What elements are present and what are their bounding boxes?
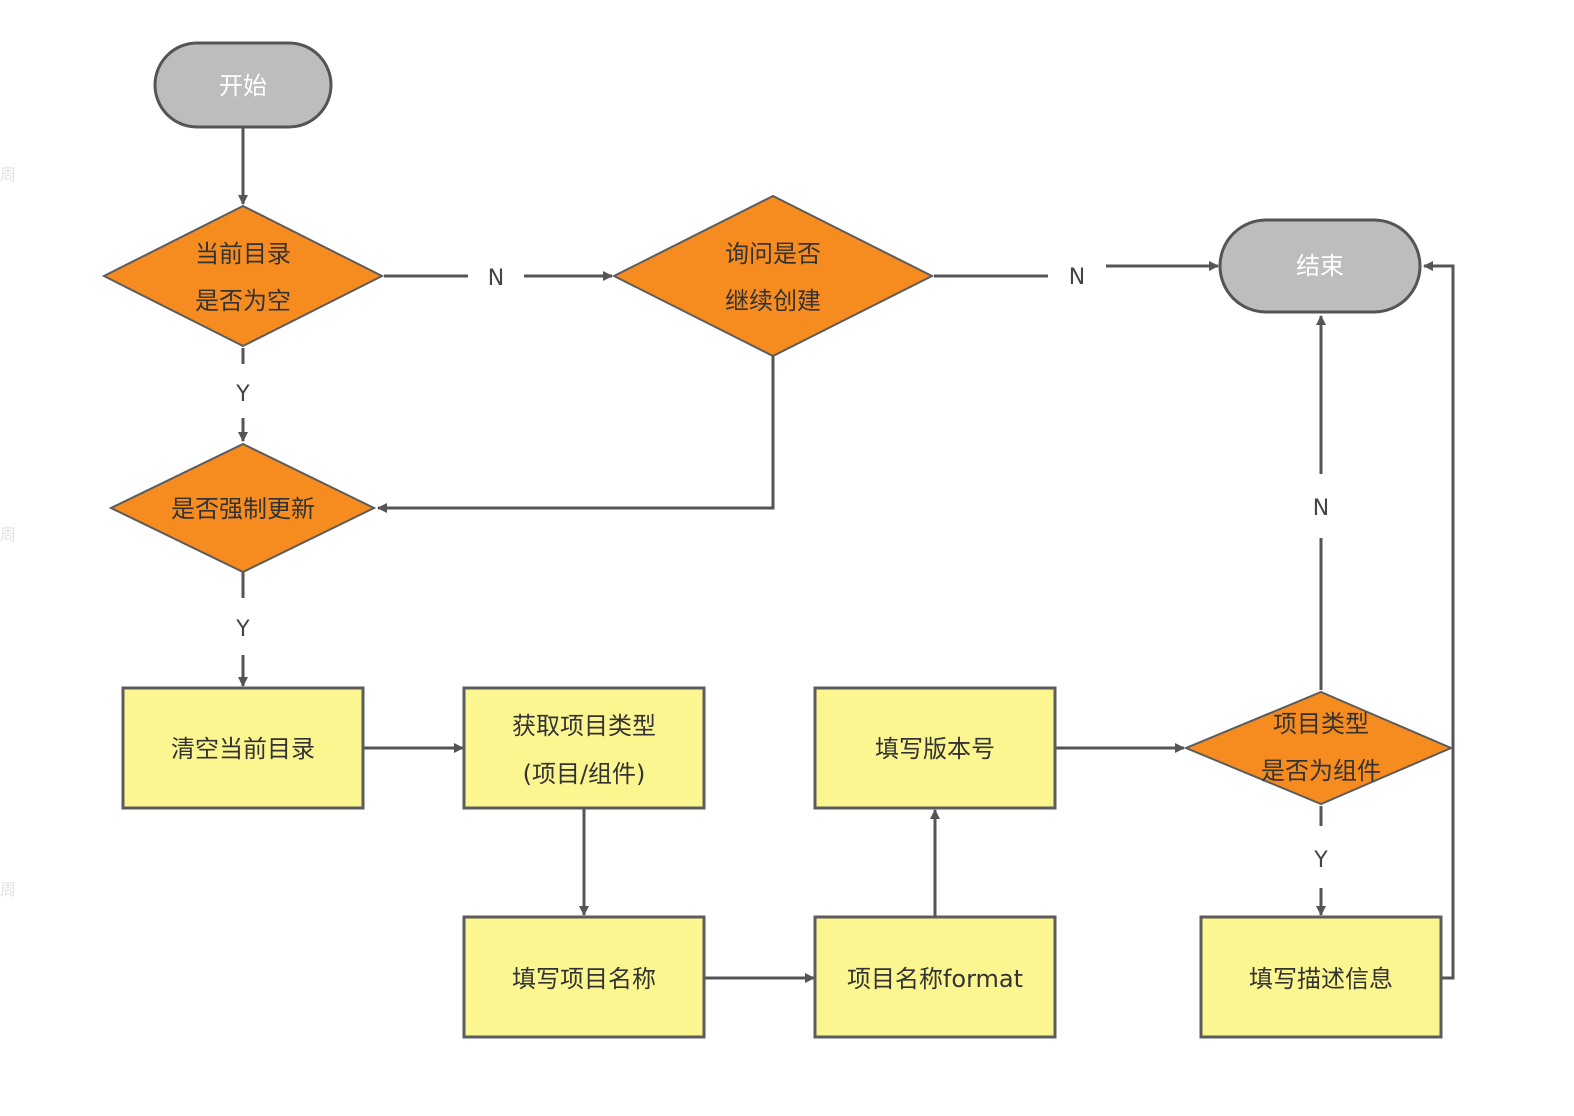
is-component-label-line-1: 项目类型 [1273, 710, 1369, 738]
edge-label-is-component-yes: Y [1313, 848, 1328, 873]
start-label: 开始 [219, 72, 267, 100]
fill-version-label: 填写版本号 [875, 735, 995, 763]
edge-label-ask-continue-no: N [1069, 265, 1085, 290]
fill-version-box [813, 686, 1057, 810]
force-update-label: 是否强制更新 [171, 495, 315, 523]
ask-continue-label-line-1: 询问是否 [725, 240, 821, 268]
node-ask-continue: 询问是否 继续创建 [611, 194, 935, 358]
ask-continue-diamond [611, 194, 935, 358]
dir-empty-label-line-2: 是否为空 [195, 287, 291, 315]
fill-name-label: 填写项目名称 [512, 965, 656, 993]
dir-empty-label-line-1: 当前目录 [195, 240, 291, 268]
edge-labels: N N Y Y N Y [235, 265, 1329, 873]
node-force-update: 是否强制更新 [108, 442, 377, 574]
clear-dir-label: 清空当前目录 [171, 735, 315, 763]
watermark-text-1: 周 [0, 165, 16, 184]
fill-name-box [462, 915, 706, 1039]
end-terminal-shape [1218, 218, 1422, 314]
ask-continue-label-line-2: 继续创建 [725, 287, 821, 315]
clear-dir-box [121, 686, 365, 810]
node-fill-name: 填写项目名称 [462, 915, 706, 1039]
node-fill-version: 填写版本号 [813, 686, 1057, 810]
node-is-component: 项目类型 是否为组件 [1183, 690, 1454, 806]
node-start: 开始 [153, 41, 333, 129]
end-label: 结束 [1296, 252, 1344, 280]
watermark-text-2: 周 [0, 525, 16, 544]
node-end: 结束 [1218, 218, 1422, 314]
is-component-label-line-2: 是否为组件 [1261, 757, 1381, 785]
get-type-label-line-2: (项目/组件) [523, 760, 646, 788]
fill-desc-box [1199, 915, 1443, 1039]
name-format-box [813, 915, 1057, 1039]
watermark-text-3: 周 [0, 880, 16, 899]
node-clear-dir: 清空当前目录 [121, 686, 365, 810]
name-format-label: 项目名称format [847, 965, 1023, 993]
node-fill-desc: 填写描述信息 [1199, 915, 1443, 1039]
start-terminal-shape [153, 41, 333, 129]
force-update-diamond [108, 442, 377, 574]
node-name-format: 项目名称format [813, 915, 1057, 1039]
edge-label-force-update-yes: Y [235, 617, 250, 642]
edge-label-dir-empty-no: N [488, 266, 504, 291]
edge-ask-continue-to-force-update [377, 356, 775, 513]
get-type-label-line-1: 获取项目类型 [512, 712, 656, 740]
node-get-type: 获取项目类型 (项目/组件) [462, 686, 706, 810]
edges [238, 128, 1455, 983]
get-type-box [462, 686, 706, 810]
edge-label-is-component-no: N [1313, 496, 1329, 521]
is-component-diamond [1183, 690, 1454, 806]
dir-empty-diamond [101, 204, 385, 348]
fill-desc-label: 填写描述信息 [1249, 965, 1393, 993]
edge-label-dir-empty-yes: Y [235, 382, 250, 407]
node-dir-empty: 当前目录 是否为空 [101, 204, 385, 348]
edge-fill-desc-to-end [1423, 261, 1455, 980]
